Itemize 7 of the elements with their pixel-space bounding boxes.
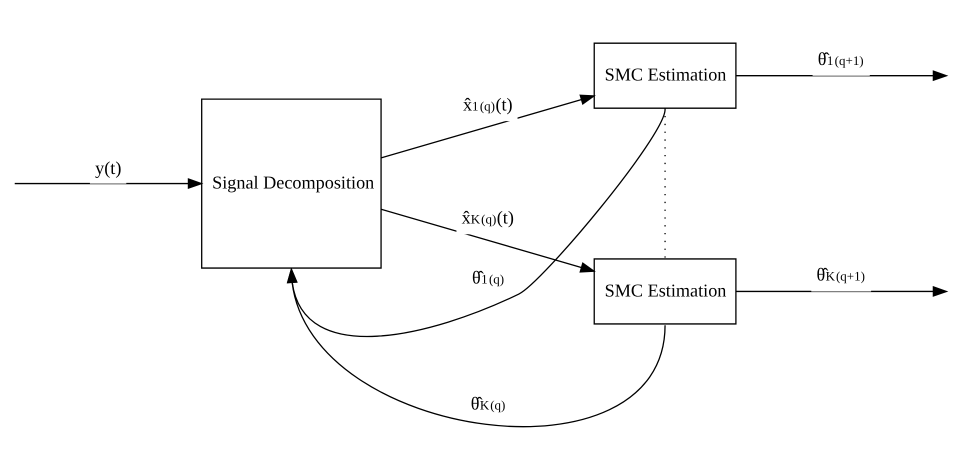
edge-label: x̂1(q)(t) <box>462 94 513 114</box>
edge-label: θ̂K(q+1) <box>816 264 865 284</box>
edge-label: θ̂1(q) <box>472 266 504 287</box>
edge-label: x̂K(q)(t) <box>462 206 514 227</box>
edge-label: θ̂1(q+1) <box>818 48 864 68</box>
edge-label: θ̂K(q) <box>470 392 506 413</box>
edge-label: y(t) <box>95 158 122 178</box>
